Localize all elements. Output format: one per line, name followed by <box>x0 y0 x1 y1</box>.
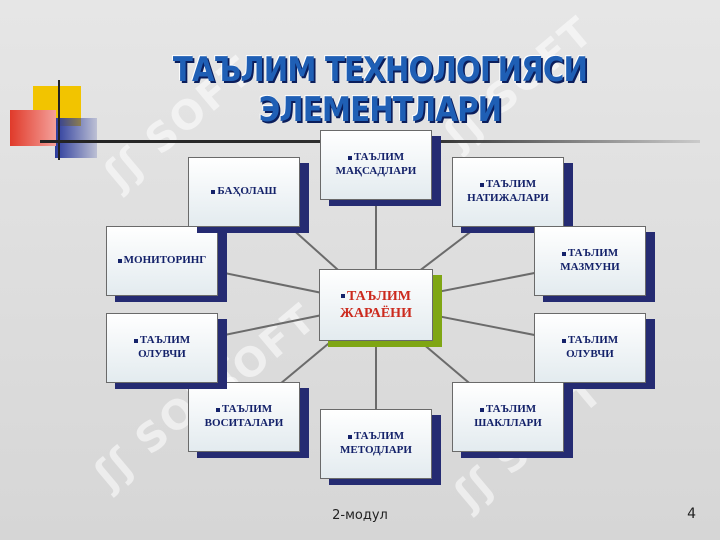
node-talim-shakllari: ТАЪЛИМ ШАКЛЛАРИ <box>452 382 564 452</box>
footer-module: 2-модул <box>332 508 388 523</box>
bullet-icon <box>117 258 122 263</box>
node-label: ТАЪЛИМ ВОСИТАЛАРИ <box>204 403 284 429</box>
node-talim-jarayoni: ТАЪЛИМ ЖАРАЁНИ <box>319 269 433 341</box>
page-title: ТАЪЛИМ ТЕХНОЛОГИЯСИ ЭЛЕМЕНТЛАРИ <box>172 50 588 130</box>
node-label: БАҲОЛАШ <box>217 185 277 198</box>
center-label: ТАЪЛИМ ЖАРАЁНИ <box>340 288 412 322</box>
node-talim-maqsadlari: ТАЪЛИМ МАҚСАДЛАРИ <box>320 130 432 200</box>
bullet-icon <box>347 155 352 160</box>
node-label: ТАЪЛИМ МЕТОДЛАРИ <box>340 430 412 456</box>
node-label: ТАЪЛИМ МАЗМУНИ <box>560 247 620 273</box>
bullet-icon <box>211 189 216 194</box>
bullet-icon <box>479 182 484 187</box>
node-talim-oluvchi-left: ТАЪЛИМ ОЛУВЧИ <box>106 313 218 383</box>
bullet-icon <box>133 338 138 343</box>
node-baholash: БАҲОЛАШ <box>188 157 300 227</box>
node-label: ТАЪЛИМ ОЛУВЧИ <box>566 334 619 360</box>
node-label: ТАЪЛИМ НАТИЖАЛАРИ <box>467 178 549 204</box>
decor-blue-square <box>55 118 97 158</box>
node-label: ТАЪЛИМ МАҚСАДЛАРИ <box>335 151 417 177</box>
decor-vertical-line <box>58 80 60 160</box>
bullet-icon <box>347 434 352 439</box>
node-talim-natijalari: ТАЪЛИМ НАТИЖАЛАРИ <box>452 157 564 227</box>
node-talim-mazmuni: ТАЪЛИМ МАЗМУНИ <box>534 226 646 296</box>
bullet-icon <box>479 407 484 412</box>
bullet-icon <box>561 338 566 343</box>
node-talim-metodlari: ТАЪЛИМ МЕТОДЛАРИ <box>320 409 432 479</box>
node-label: ТАЪЛИМ ШАКЛЛАРИ <box>474 403 542 429</box>
node-talim-oluvchi-right: ТАЪЛИМ ОЛУВЧИ <box>534 313 646 383</box>
bullet-icon <box>561 251 566 256</box>
page-number: 4 <box>687 506 696 522</box>
node-label: ТАЪЛИМ ОЛУВЧИ <box>138 334 191 360</box>
bullet-icon <box>215 407 220 412</box>
node-talim-vositalari: ТАЪЛИМ ВОСИТАЛАРИ <box>188 382 300 452</box>
bullet-icon <box>341 294 345 299</box>
node-monitoring: МОНИТОРИНГ <box>106 226 218 296</box>
node-label: МОНИТОРИНГ <box>123 254 207 267</box>
